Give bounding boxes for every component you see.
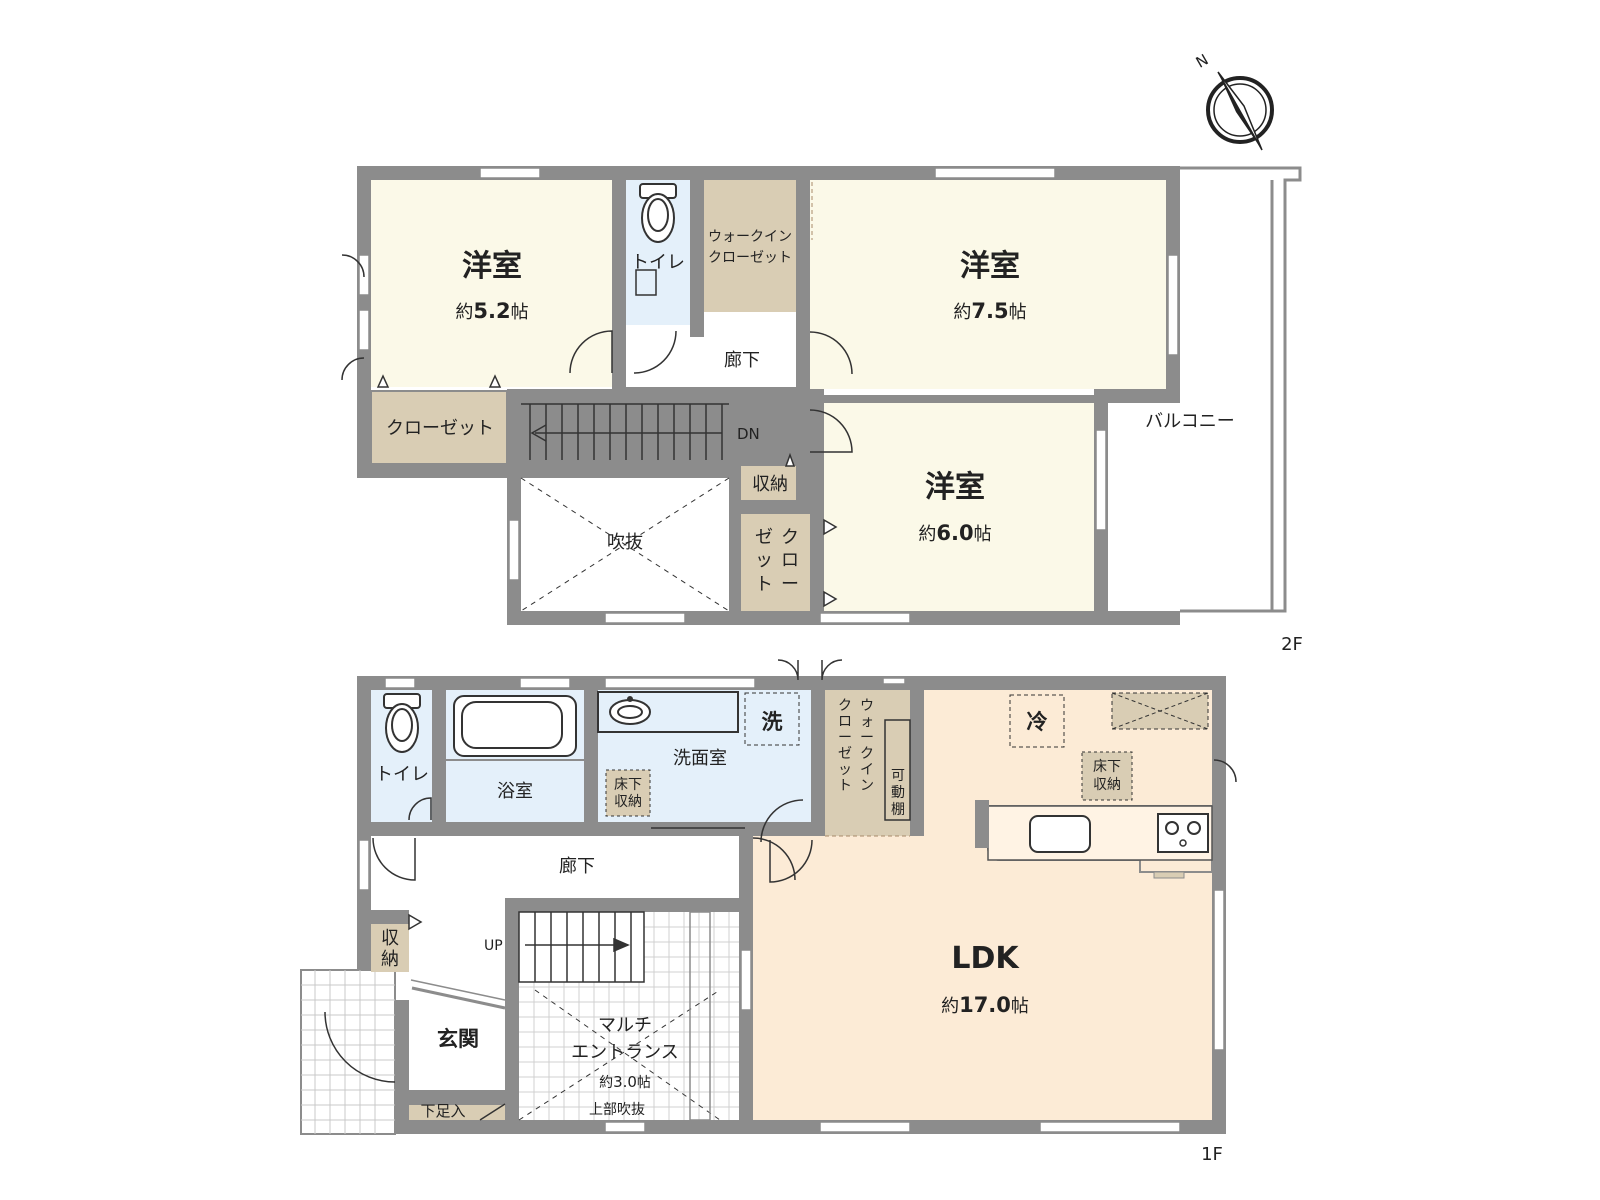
wic-1f-char: ト: [838, 778, 852, 794]
wic-1f-char: ク: [860, 746, 874, 762]
underfloor-washroom: [605, 769, 651, 817]
room-2f-closet: [370, 390, 508, 465]
wic-1f-char: ー: [838, 730, 852, 746]
floor-2f: 洋室 約5.2帖 洋室 約7.5帖 洋室 約6.0帖 トイレ ウォークイン クロ…: [341, 166, 1303, 655]
room-2f-b-area: 約7.5帖: [953, 299, 1026, 323]
movable-shelf: [884, 719, 911, 821]
closet-vertical-char: ッ: [755, 550, 773, 571]
wic-1f-char: ッ: [838, 762, 852, 778]
kitchen-counter: [975, 800, 1213, 879]
multi-entrance-line2: エントランス: [571, 1042, 679, 1063]
closet-vertical-char: ゼ: [755, 527, 773, 548]
doors-1f: [372, 659, 1237, 931]
shoe-box-label: 下足入: [420, 1102, 465, 1120]
pantry-shelf: [1111, 692, 1209, 730]
fridge-label: 冷: [1027, 710, 1048, 734]
wic-1f-char: ウ: [860, 698, 874, 714]
washer-label: 洗: [762, 710, 783, 734]
ldk-area: 約17.0帖: [941, 993, 1029, 1017]
underfloor-washroom-line1: 床下: [614, 777, 642, 793]
room-2f-c-name: 洋室: [925, 470, 985, 505]
toilet-1f-label: トイレ: [375, 764, 429, 785]
room-2f-bedroom-6-0: [824, 403, 1094, 611]
entrance-porch: [300, 969, 396, 1135]
room-2f-a-name: 洋室: [462, 249, 522, 284]
windows-1f: [358, 677, 1225, 1133]
floor-1f-label: 1F: [1201, 1144, 1223, 1165]
stairs-2f: [521, 403, 729, 460]
toilet-2f-icon: [639, 183, 677, 243]
closet-vertical-char: ト: [755, 574, 773, 595]
floor-2f-label: 2F: [1281, 634, 1303, 655]
doors-2f: [341, 254, 853, 608]
room-2f-walkin-closet: [704, 180, 796, 312]
ldk-name: LDK: [951, 941, 1020, 976]
atrium-2f-label: 吹抜: [607, 532, 643, 553]
wic-1f-char: イ: [860, 762, 874, 778]
multi-entrance-area: 約3.0帖: [599, 1073, 651, 1091]
balcony: [1108, 166, 1302, 625]
room-2f-bedroom-5-2: [371, 180, 612, 387]
wic-1f-char: ゼ: [838, 746, 852, 762]
room-2f-a-area: 約5.2帖: [455, 299, 528, 323]
balcony-label: バルコニー: [1145, 411, 1235, 432]
room-2f-b-name: 洋室: [960, 249, 1020, 284]
closet-vertical-char: ロ: [781, 550, 799, 571]
underfloor-kitchen: [1081, 751, 1133, 801]
room-2f-closet-vertical: [741, 514, 810, 611]
closet-vertical-char: ク: [781, 527, 799, 548]
toilet-2f-label: トイレ: [631, 252, 685, 273]
room-2f-c-area: 約6.0帖: [918, 521, 991, 545]
wic-1f-char: ン: [860, 778, 874, 794]
kitchen-sink-icon: [1029, 815, 1091, 853]
storage-1f-char: 納: [381, 949, 399, 970]
windows-2f: [358, 167, 1179, 624]
room-1f-ldk-main: [753, 836, 1212, 1120]
room-2f-storage: [741, 466, 796, 500]
walkin-closet-1f-text: ウ ォ ー ク イ ン ク ロ ー ゼ ッ ト: [838, 698, 874, 794]
multi-entrance-note: 上部吹抜: [589, 1102, 645, 1118]
room-1f-shoe-box: [409, 1104, 505, 1120]
washroom-label: 洗面室: [673, 748, 727, 769]
toilet-1f-icon: [383, 693, 421, 753]
walkin-closet-2f-line1: ウォークイン: [708, 229, 792, 245]
closet-vertical-char: ー: [781, 574, 799, 595]
entrance-label: 玄関: [437, 1027, 479, 1051]
wic-1f-char: ー: [860, 730, 874, 746]
fridge-space: [1009, 694, 1065, 748]
underfloor-kitchen-line2: 収納: [1093, 777, 1121, 793]
stairs-1f: [518, 911, 645, 983]
stair-2f-dir: DN: [737, 425, 760, 443]
bathtub-icon: [453, 695, 577, 757]
wic-1f-char: ク: [838, 698, 852, 714]
movable-shelf-char: 可: [891, 768, 905, 784]
room-1f-storage: [371, 924, 409, 972]
stair-1f-dir: UP: [484, 938, 503, 954]
bath-label: 浴室: [497, 781, 533, 802]
compass-north-icon: N: [1193, 50, 1274, 151]
walkin-closet-2f-line2: クローゼット: [708, 250, 792, 266]
closet-2f-label: クローゼット: [386, 418, 494, 439]
corridor-2f-label: 廊下: [724, 350, 760, 371]
storage-1f-char: 収: [381, 928, 399, 949]
corridor-1f-label: 廊下: [559, 856, 595, 877]
room-2f-bedroom-7-5: [810, 180, 1166, 389]
wash-basin-icon: [597, 691, 739, 733]
compass-north-label: N: [1193, 50, 1212, 71]
floor-1f: トイレ 浴室 洗面室 洗 床下 収納 ウ ォ ー ク イ ン ク ロ ー ゼ ッ…: [300, 659, 1237, 1165]
underfloor-washroom-line2: 収納: [614, 794, 642, 810]
movable-shelf-char: 棚: [891, 802, 905, 818]
storage-2f-label: 収納: [752, 474, 788, 495]
wic-1f-char: ロ: [838, 714, 852, 730]
underfloor-kitchen-line1: 床下: [1093, 759, 1121, 775]
wic-1f-char: ォ: [860, 714, 874, 730]
movable-shelf-char: 動: [891, 785, 905, 801]
multi-entrance-line1: マルチ: [598, 1015, 652, 1036]
room-1f-corridor: [371, 836, 739, 898]
washer-space: [744, 692, 800, 746]
